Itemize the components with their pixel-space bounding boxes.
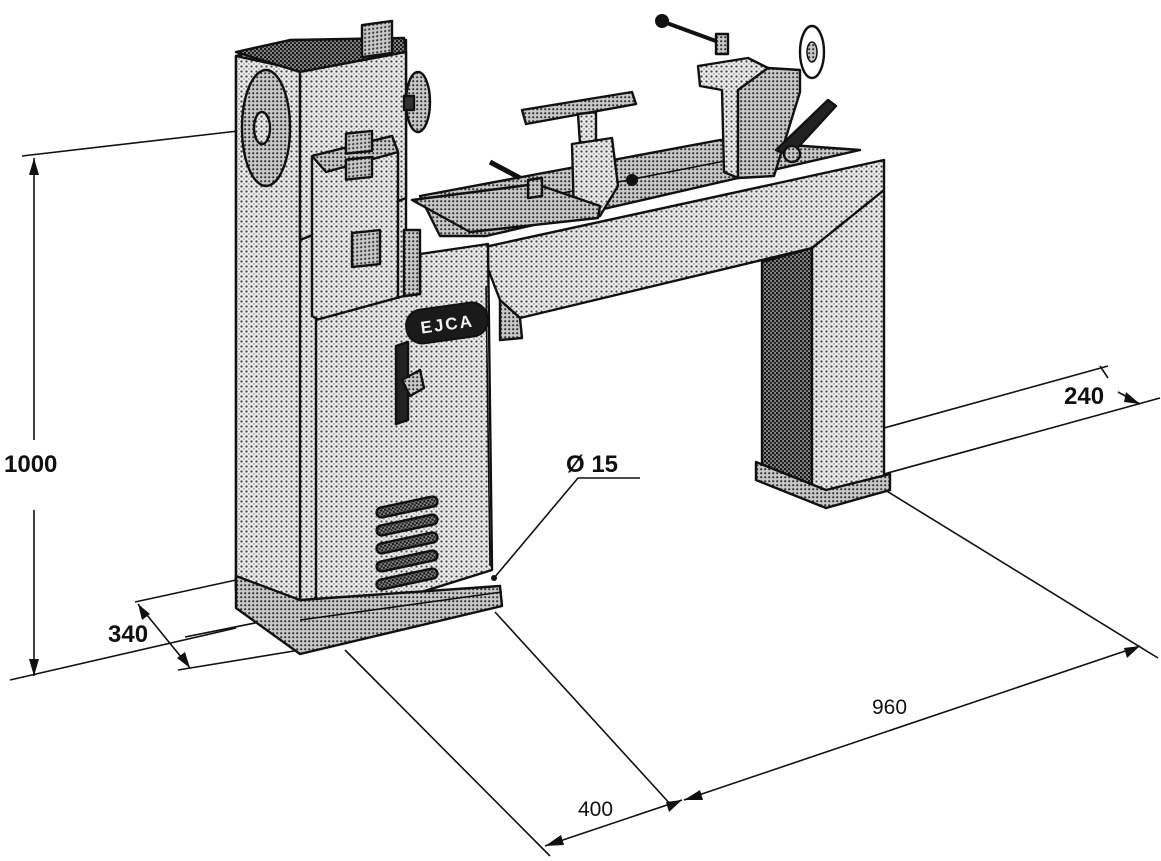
control-button-1 [344, 129, 374, 155]
vent-grille [375, 495, 439, 591]
control-button-2 [344, 155, 374, 181]
right-leg-foot [754, 460, 892, 510]
tailstock-handwheel [798, 24, 826, 80]
door-handle [394, 340, 410, 426]
base-plinth [234, 574, 504, 656]
dimension-lines [9, 130, 1161, 857]
control-switch [350, 228, 382, 269]
leg-inner-face [760, 246, 814, 492]
anchor-hole [491, 575, 497, 581]
lathe-illustration: EJCA [234, 14, 892, 656]
brand-plate [405, 301, 489, 345]
tool-rest [520, 90, 638, 126]
dimension-labels: 1000 340 Ø 15 240 960 400 [4, 383, 1104, 821]
dim-base-depth-label: 340 [108, 621, 148, 648]
dim-length-label: 960 [872, 696, 907, 719]
banjo [410, 182, 602, 234]
dim-width-label: 400 [578, 798, 613, 821]
dim-height-label: 1000 [4, 451, 57, 478]
dim-leg-depth-label: 240 [1064, 383, 1104, 410]
dim-pipe-diameter-label: Ø 15 [566, 451, 618, 478]
